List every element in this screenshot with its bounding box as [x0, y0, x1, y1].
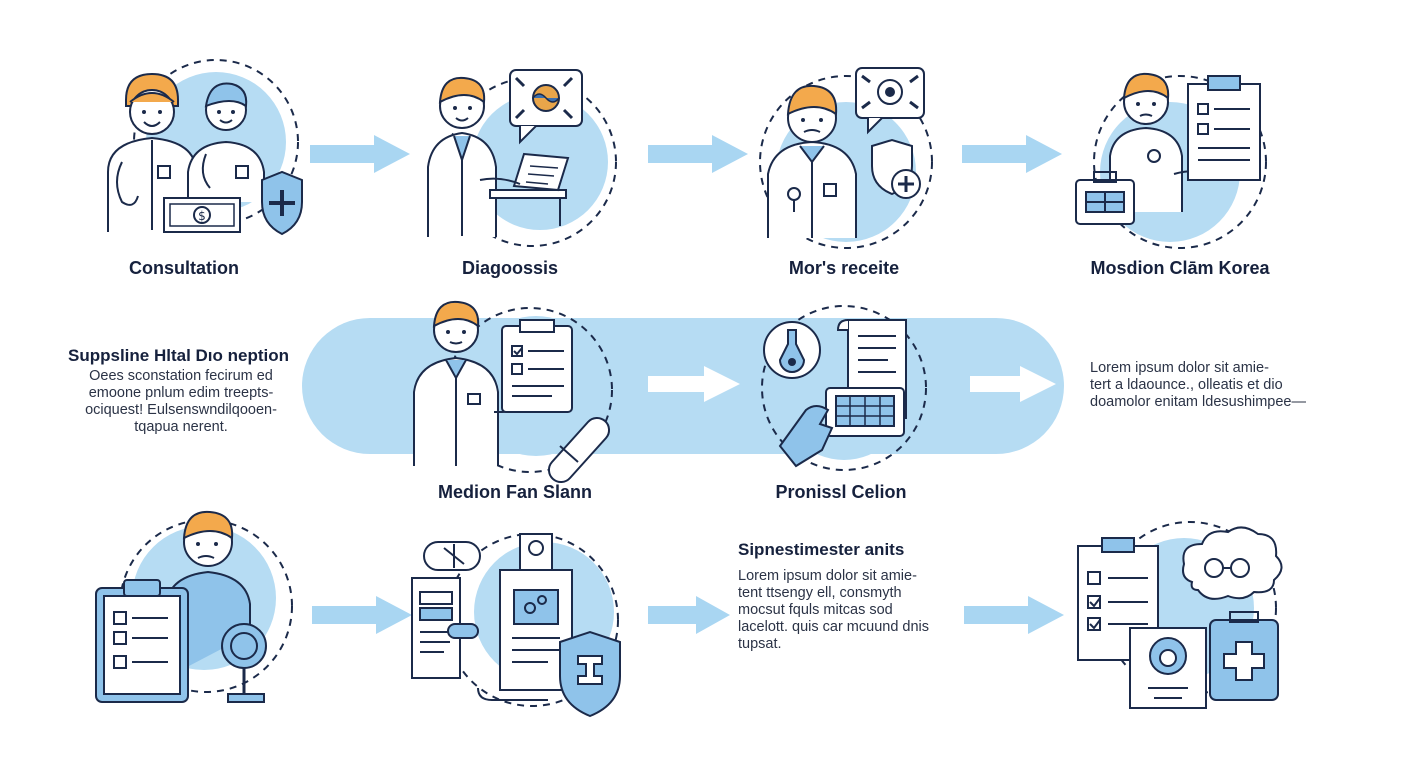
- paragraph-line: Lorem ipsum dolor sit amie-: [738, 568, 917, 584]
- step-label-korea: Mosdion Clām Korea: [1090, 258, 1270, 278]
- paragraph-line: tqapua nerent.: [134, 419, 228, 435]
- row2-left-heading: Suppsline Hltal Dıo neption: [68, 346, 289, 365]
- paragraph-line: tent ttsengy ell, consmyth: [738, 585, 902, 601]
- paragraph-line: Oees sconstation fecirum ed: [89, 368, 273, 384]
- step-label-receipt: Mor's receite: [788, 258, 900, 278]
- doctor-clipboard-korea-icon: [1070, 62, 1280, 249]
- doctor-receipt-icon: [750, 62, 950, 249]
- doctor-diagnosis-icon: [420, 62, 620, 247]
- doctors-consultation-icon: $: [96, 59, 303, 242]
- row3-middle-paragraph: Lorem ipsum dolor sit amie- tent ttsengy…: [738, 568, 958, 653]
- paragraph-line: doamolor enitam ldesushimpee—: [1090, 394, 1306, 410]
- arrow-right-icon: [312, 596, 412, 634]
- checklist-medical-kit-icon: [1074, 512, 1284, 712]
- paragraph-line: emoone pnlum edim treepts-: [88, 385, 274, 401]
- step-label-diagnosis: Diagoossis: [461, 258, 559, 278]
- documents-shield-icon: [404, 512, 624, 718]
- paragraph-line: mocsut fquls mitcas sod: [738, 602, 893, 618]
- row2-left-paragraph: Oees sconstation fecirum ed emoone pnlum…: [70, 368, 292, 436]
- arrow-right-icon: [962, 135, 1062, 173]
- paragraph-line: tert a ldaounce., olleatis et dio: [1090, 377, 1283, 393]
- row2-right-paragraph: Lorem ipsum dolor sit amie- tert a ldaou…: [1090, 360, 1320, 411]
- arrow-right-icon: [310, 135, 410, 173]
- arrow-right-icon: [970, 364, 1056, 404]
- doctor-medical-plan-icon: [406, 296, 616, 484]
- arrow-right-icon: [648, 596, 730, 634]
- step-label-professional: Pronissl Celion: [775, 482, 907, 502]
- arrow-right-icon: [648, 364, 740, 404]
- arrow-right-icon: [964, 596, 1064, 634]
- row3-middle-heading: Sipnestimester anits: [738, 540, 905, 559]
- doctor-clipboard-icon: [92, 508, 293, 708]
- svg-text:$: $: [198, 209, 206, 223]
- step-label-medical-plan: Medion Fan Slann: [437, 482, 592, 502]
- paragraph-line: Lorem ipsum dolor sit amie-: [1090, 360, 1269, 376]
- paragraph-line: lacelott. quis car mcuund dnis: [738, 619, 930, 635]
- paragraph-line: tupsat.: [738, 636, 782, 652]
- arrow-right-icon: [648, 135, 748, 173]
- step-label-consultation: Consultation: [129, 258, 239, 278]
- paragraph-line: ociquest! Eulsenswndilqooen-: [85, 402, 277, 418]
- professional-selection-icon: [760, 296, 930, 476]
